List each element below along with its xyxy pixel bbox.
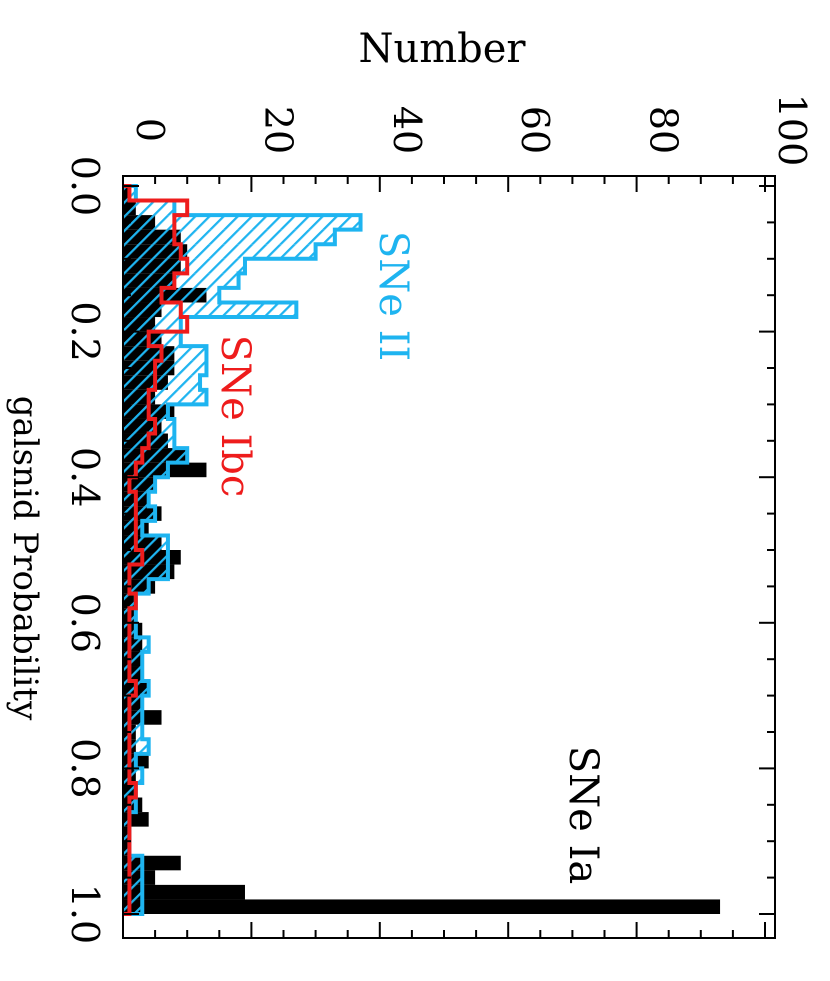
axes: 0 20 40 60 80 100 0.0 0.2 0.4 0.6 0.8 1.0 xyxy=(63,94,814,944)
bar-sne-ii xyxy=(123,331,181,347)
bar-sne-ii xyxy=(123,389,207,405)
bar-sne-ii xyxy=(123,273,239,288)
prob-tick-label: 1.0 xyxy=(63,884,107,944)
bar-sne-ii xyxy=(123,884,143,900)
prob-tick-label: 0.4 xyxy=(63,447,107,507)
bar-sne-ii xyxy=(123,637,149,652)
bar-sne-ii xyxy=(123,258,245,274)
prob-tick-label: 0.0 xyxy=(63,156,107,216)
bar-sne-ii xyxy=(123,200,175,216)
bar-sne-ii xyxy=(123,550,168,565)
count-tick-label: 60 xyxy=(513,106,557,154)
plot-frame xyxy=(122,175,776,939)
bar-sne-ii xyxy=(123,782,136,798)
bar-sne-ii xyxy=(123,855,143,871)
annotation-sne-ia: SNe Ia xyxy=(560,746,606,884)
bar-sne-ii xyxy=(123,812,130,827)
bar-sne-ii xyxy=(123,506,156,521)
bar-sne-ii xyxy=(123,564,168,580)
bar-sne-ii xyxy=(123,768,143,783)
plot-area xyxy=(123,184,721,916)
prob-tick-label: 0.2 xyxy=(63,301,107,361)
bar-sne-ii xyxy=(123,826,130,842)
outline-sne-ii xyxy=(123,184,363,916)
bar-sne-ii xyxy=(123,899,143,914)
bar-sne-ii xyxy=(123,244,316,259)
y-axis-label: Number xyxy=(358,26,526,72)
count-tick-label: 100 xyxy=(770,94,814,167)
count-tick-label: 20 xyxy=(256,106,300,154)
bar-sne-ii xyxy=(123,287,220,303)
bar-sne-ii xyxy=(123,841,130,856)
bar-sne-ii xyxy=(123,404,168,419)
bar-sne-ii xyxy=(123,317,181,332)
annotation-sne-ibc: SNe Ibc xyxy=(212,335,258,498)
x-axis-label: galsnid Probability xyxy=(5,396,45,721)
count-tick-label: 80 xyxy=(642,106,686,154)
prob-tick-label: 0.8 xyxy=(63,738,107,798)
bar-sne-ia xyxy=(123,884,245,900)
bar-sne-ii xyxy=(123,215,361,230)
prob-tick-label: 0.6 xyxy=(63,593,107,653)
annotation-sne-ii: SNe II xyxy=(370,231,416,361)
bar-sne-ii xyxy=(123,593,136,609)
bar-sne-ii xyxy=(123,666,143,682)
bar-sne-ii xyxy=(123,302,297,318)
bar-sne-ii xyxy=(123,695,143,711)
bar-sne-ii xyxy=(123,535,168,550)
count-tick-label: 0 xyxy=(128,118,172,142)
bar-sne-ii xyxy=(123,710,143,725)
bar-sne-ii xyxy=(123,360,207,376)
count-tick-label: 40 xyxy=(385,106,429,154)
bar-sne-ii xyxy=(123,229,335,245)
bar-sne-ii xyxy=(123,346,207,361)
bar-sne-ii xyxy=(123,448,188,463)
bar-sne-ii xyxy=(123,520,143,536)
bar-sne-ii xyxy=(123,739,149,754)
bar-sne-ii xyxy=(123,418,175,434)
bar-sne-ii xyxy=(123,375,201,390)
bar-sne-ia xyxy=(123,899,721,914)
bar-sne-ii xyxy=(123,462,168,478)
